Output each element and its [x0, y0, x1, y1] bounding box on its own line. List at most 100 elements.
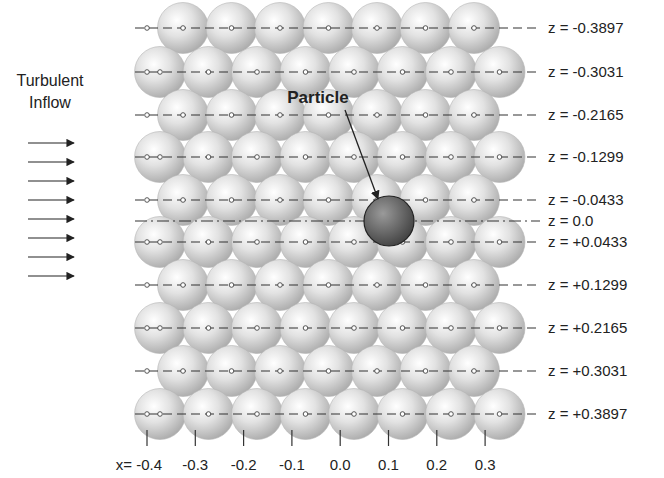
- plane-line: [135, 114, 540, 115]
- centre-dot: [352, 155, 357, 160]
- centre-dot: [303, 70, 308, 75]
- centre-dot: [229, 26, 234, 31]
- centre-dot: [400, 412, 405, 417]
- centre-dot: [278, 26, 283, 31]
- inflow-arrow: [28, 161, 74, 162]
- centre-dot: [472, 113, 477, 118]
- x-tick: [436, 430, 437, 446]
- centre-dot: [352, 240, 357, 245]
- centre-dot: [181, 113, 186, 118]
- centre-dot: [400, 155, 405, 160]
- centre-dot: [423, 113, 428, 118]
- inflow-arrow: [28, 275, 74, 276]
- centre-dot: [472, 369, 477, 374]
- centre-dot: [145, 198, 150, 203]
- centre-dot: [206, 155, 211, 160]
- plane-line: [135, 199, 540, 200]
- centre-dot: [497, 412, 502, 417]
- centre-dot: [145, 113, 150, 118]
- centre-dot: [326, 113, 331, 118]
- centre-dot: [181, 198, 186, 203]
- x-axis-label: 0.0: [330, 456, 351, 473]
- centre-dot: [303, 412, 308, 417]
- centre-dot: [145, 412, 150, 417]
- leader-arrow: [345, 110, 378, 199]
- x-tick: [388, 430, 389, 446]
- plane-label: z = +0.0433: [546, 233, 629, 250]
- centre-dot: [449, 240, 454, 245]
- centre-dot: [145, 240, 150, 245]
- centre-dot: [229, 198, 234, 203]
- centre-dot: [423, 26, 428, 31]
- centre-dot: [449, 412, 454, 417]
- centre-dot: [449, 326, 454, 331]
- centre-dot: [278, 113, 283, 118]
- centre-dot: [303, 240, 308, 245]
- centre-dot: [326, 26, 331, 31]
- centre-dot: [375, 283, 380, 288]
- x-tick: [146, 430, 147, 446]
- plane-label: z = 0.0: [546, 212, 595, 229]
- x-axis-label: -0.1: [279, 456, 305, 473]
- x-tick: [243, 430, 244, 446]
- centre-dot: [497, 155, 502, 160]
- centre-dot: [303, 326, 308, 331]
- plane-line: [135, 370, 540, 371]
- centre-dot: [229, 369, 234, 374]
- x-axis-label: 0.3: [475, 456, 496, 473]
- inflow-arrow: [28, 199, 74, 200]
- centre-dot: [352, 326, 357, 331]
- x-tick: [291, 430, 292, 446]
- x-tick: [485, 430, 486, 446]
- centre-dot: [255, 155, 260, 160]
- centre-dot: [206, 240, 211, 245]
- inflow-label: Turbulent Inflow: [5, 70, 95, 114]
- particle-label: Particle: [287, 88, 348, 108]
- centre-dot: [326, 283, 331, 288]
- centre-dot: [181, 26, 186, 31]
- x-tick: [195, 430, 196, 446]
- inflow-arrow: [28, 142, 74, 143]
- centre-dot: [352, 70, 357, 75]
- centre-dot: [229, 113, 234, 118]
- plane-line: [135, 27, 540, 28]
- plane-label: z = -0.0433: [546, 191, 625, 208]
- centre-dot: [497, 326, 502, 331]
- centre-dot: [158, 412, 163, 417]
- plane-line: [135, 327, 540, 328]
- centre-dot: [278, 198, 283, 203]
- centre-dot: [449, 70, 454, 75]
- centre-dot: [472, 198, 477, 203]
- centre-dot: [326, 198, 331, 203]
- centre-dot: [255, 70, 260, 75]
- plane-line: [135, 71, 540, 72]
- centre-dot: [181, 369, 186, 374]
- centre-dot: [145, 70, 150, 75]
- centre-dot: [423, 198, 428, 203]
- plane-label: z = +0.3897: [546, 405, 629, 422]
- centre-dot: [181, 283, 186, 288]
- inflow-arrow: [28, 180, 74, 181]
- centre-dot: [375, 26, 380, 31]
- centre-dot: [158, 240, 163, 245]
- x-axis-label: -0.2: [231, 456, 257, 473]
- plane-label: z = -0.3031: [546, 63, 625, 80]
- plane-label: z = +0.3031: [546, 362, 629, 379]
- plane-label: z = -0.1299: [546, 148, 625, 165]
- centre-dot: [375, 369, 380, 374]
- centre-dot: [423, 283, 428, 288]
- plane-label: z = +0.1299: [546, 276, 629, 293]
- inflow-arrow: [28, 256, 74, 257]
- x-axis-label: -0.3: [182, 456, 208, 473]
- centre-dot: [352, 412, 357, 417]
- centre-dot: [206, 326, 211, 331]
- centre-dot: [255, 412, 260, 417]
- centre-dot: [206, 412, 211, 417]
- centre-plane-line: [135, 220, 540, 221]
- centre-dot: [472, 283, 477, 288]
- centre-dot: [497, 240, 502, 245]
- centre-dot: [145, 283, 150, 288]
- centre-dot: [255, 240, 260, 245]
- centre-dot: [145, 369, 150, 374]
